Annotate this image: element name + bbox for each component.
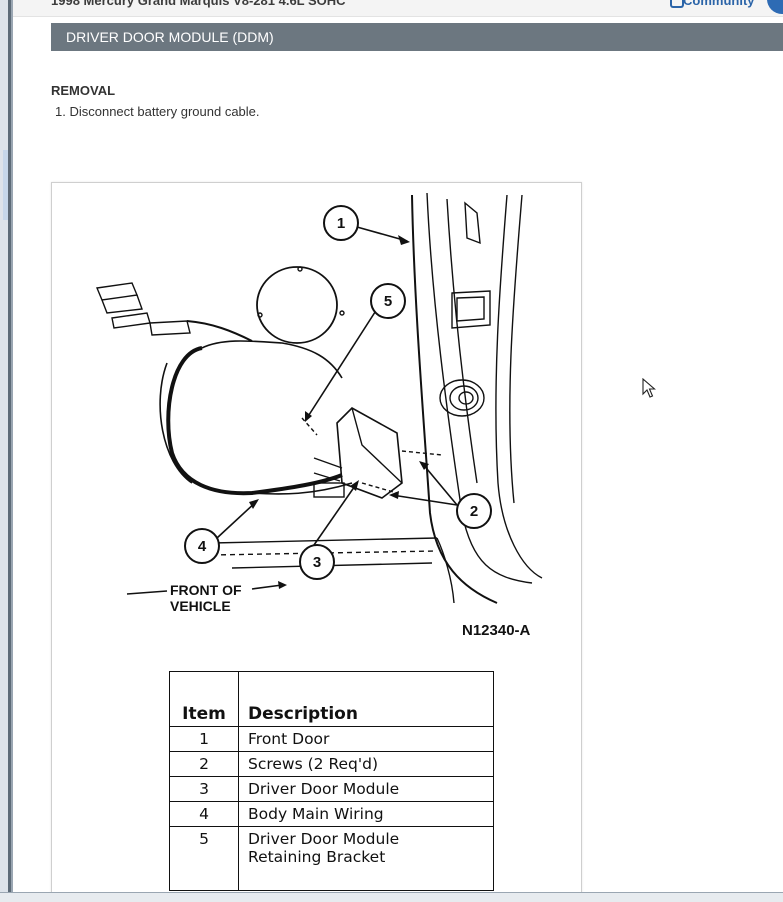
figure-code: N12340-A bbox=[462, 622, 531, 639]
user-menu-button[interactable] bbox=[767, 0, 783, 14]
door-module-diagram: 1 5 2 4 3 FRONT OF VEHICLE N12340-A bbox=[96, 192, 543, 639]
legend-header-description: Description bbox=[238, 671, 494, 727]
section-title: DRIVER DOOR MODULE (DDM) bbox=[66, 29, 274, 45]
legend-item-number: 5 bbox=[169, 826, 239, 891]
legend-item-description: Body Main Wiring bbox=[238, 801, 494, 827]
front-of-vehicle-label: FRONT OF VEHICLE bbox=[126, 581, 287, 614]
legend-desc-line2: Retaining Bracket bbox=[248, 848, 386, 866]
line-art bbox=[96, 192, 543, 604]
procedure-step: 1. Disconnect battery ground cable. bbox=[55, 104, 260, 119]
legend-item-description: Screws (2 Req'd) bbox=[238, 751, 494, 777]
document-title: 1998 Mercury Grand Marquis V8-281 4.6L S… bbox=[51, 0, 346, 8]
legend-row: 4 Body Main Wiring bbox=[169, 801, 494, 827]
legend-item-number: 4 bbox=[169, 801, 239, 827]
svg-text:2: 2 bbox=[470, 503, 478, 520]
svg-text:5: 5 bbox=[384, 293, 392, 310]
window-border-inner bbox=[11, 0, 13, 901]
arrow-cursor-icon bbox=[642, 378, 656, 398]
legend-item-number: 3 bbox=[169, 776, 239, 802]
community-link[interactable]: Community bbox=[683, 0, 755, 8]
legend-item-description: Driver Door Module bbox=[238, 776, 494, 802]
window-border bbox=[8, 0, 11, 901]
section-header: DRIVER DOOR MODULE (DDM) bbox=[51, 23, 783, 51]
svg-text:3: 3 bbox=[313, 554, 321, 571]
legend-row: 2 Screws (2 Req'd) bbox=[169, 751, 494, 777]
legend-row: 1 Front Door bbox=[169, 726, 494, 752]
svg-text:1: 1 bbox=[337, 215, 345, 232]
callout-1: 1 bbox=[323, 205, 359, 241]
legend-item-number: 1 bbox=[169, 726, 239, 752]
legend-item-description: Driver Door Module Retaining Bracket bbox=[238, 826, 494, 891]
callout-4: 4 bbox=[184, 528, 220, 564]
callout-5: 5 bbox=[370, 283, 406, 319]
legend-item-number: 2 bbox=[169, 751, 239, 777]
svg-text:4: 4 bbox=[198, 538, 207, 555]
scrollbar-fragment[interactable] bbox=[3, 150, 8, 220]
window-bottom-edge bbox=[0, 892, 783, 902]
front-label-line1: FRONT OF bbox=[170, 582, 242, 598]
legend-table: Item Description 1 Front Door 2 Screws (… bbox=[169, 671, 494, 891]
callout-leaders bbox=[216, 226, 458, 546]
legend-desc-line1: Driver Door Module bbox=[248, 830, 400, 848]
callout-arrowheads bbox=[249, 235, 429, 509]
legend-row: 5 Driver Door Module Retaining Bracket bbox=[169, 826, 494, 891]
callout-2: 2 bbox=[456, 493, 492, 529]
diagram-figure: 1 5 2 4 3 FRONT OF VEHICLE N12340-A bbox=[51, 182, 582, 902]
front-label-line2: VEHICLE bbox=[170, 598, 231, 614]
legend-header-row: Item Description bbox=[169, 671, 494, 727]
community-icon[interactable] bbox=[670, 0, 684, 8]
document-top-bar: 1998 Mercury Grand Marquis V8-281 4.6L S… bbox=[13, 0, 783, 17]
procedure-heading: REMOVAL bbox=[51, 83, 116, 98]
legend-item-description: Front Door bbox=[238, 726, 494, 752]
callout-3: 3 bbox=[299, 544, 335, 580]
window-left-edge bbox=[0, 0, 13, 901]
legend-row: 3 Driver Door Module bbox=[169, 776, 494, 802]
legend-header-item: Item bbox=[169, 671, 239, 727]
